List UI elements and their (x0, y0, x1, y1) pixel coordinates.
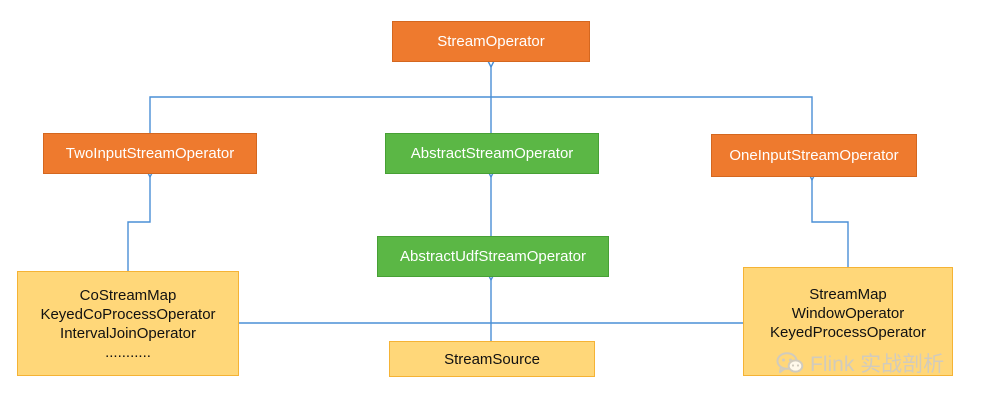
abstract-stream-operator-label: AbstractStreamOperator (410, 145, 574, 162)
one-input-impl-item: WindowOperator (791, 305, 905, 322)
abstract-udf-stream-operator-node: AbstractUdfStreamOperator (377, 236, 609, 277)
two-input-stream-operator-node: TwoInputStreamOperator (43, 133, 257, 174)
two-input-impl-item: KeyedCoProcessOperator (40, 305, 216, 323)
two-input-impl-item: IntervalJoinOperator (60, 324, 196, 342)
stream-operator-node: StreamOperator (392, 21, 590, 62)
edge-two-input-impls-to-two-input (127, 176, 150, 271)
one-input-impl-item: KeyedProcessOperator (770, 324, 926, 341)
stream-source-label: StreamSource (444, 350, 540, 368)
watermark: Flink 实战剖析 (776, 348, 944, 378)
abstract-udf-stream-operator-label: AbstractUdfStreamOperator (400, 248, 586, 265)
stream-operator-label: StreamOperator (437, 33, 545, 50)
two-input-impl-ellipsis: ........... (105, 343, 151, 361)
wechat-icon (776, 352, 804, 373)
edge-two-input-to-stream-operator (149, 96, 491, 133)
one-input-stream-operator-label: OneInputStreamOperator (729, 147, 899, 164)
abstract-stream-operator-node: AbstractStreamOperator (385, 133, 599, 174)
two-input-implementations-node: CoStreamMap KeyedCoProcessOperator Inter… (17, 271, 239, 376)
edge-one-input-impls-to-one-input (812, 179, 849, 267)
one-input-impl-item: StreamMap (809, 286, 887, 303)
watermark-text: Flink 实战剖析 (810, 353, 945, 376)
edge-one-input-to-stream-operator (491, 96, 813, 134)
one-input-stream-operator-node: OneInputStreamOperator (711, 134, 917, 177)
stream-source-node: StreamSource (389, 341, 595, 377)
two-input-stream-operator-label: TwoInputStreamOperator (65, 145, 235, 162)
two-input-impl-item: CoStreamMap (79, 286, 177, 304)
